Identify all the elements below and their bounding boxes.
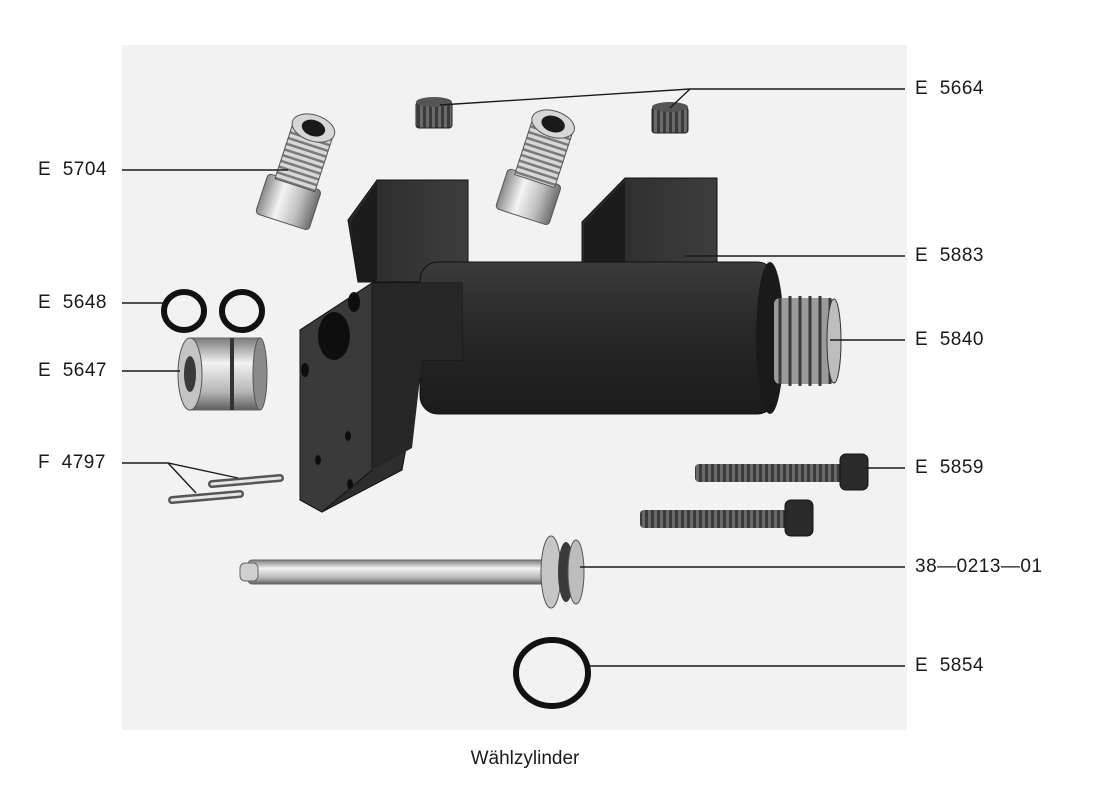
o-ring-small-left (161, 289, 207, 333)
leader-f4797-branch (167, 462, 197, 494)
set-screw-left (415, 97, 453, 129)
dowel-pins (168, 474, 284, 504)
socket-head-screw-lower (640, 499, 814, 537)
label-e5840: E 5840 (915, 329, 984, 350)
o-ring-large (513, 637, 591, 709)
label-f4797: F 4797 (38, 452, 106, 473)
label-e5704: E 5704 (38, 159, 107, 180)
bushing (177, 337, 268, 411)
label-e5648: E 5648 (38, 292, 107, 313)
label-e5664: E 5664 (915, 78, 984, 99)
diagram-caption: Wählzylinder (470, 748, 580, 769)
threaded-fitting-left (255, 113, 336, 231)
coil-spring (774, 296, 842, 386)
set-screw-right (651, 102, 689, 134)
cylinder-housing (299, 177, 784, 513)
socket-head-screw-upper (695, 453, 869, 491)
piston-rod (239, 535, 585, 609)
threaded-fitting-right (495, 109, 575, 226)
leader-e5664-branch (669, 88, 691, 109)
label-380213: 38—0213—01 (915, 556, 1043, 577)
label-e5854: E 5854 (915, 655, 984, 676)
label-e5647: E 5647 (38, 360, 107, 381)
label-e5859: E 5859 (915, 457, 984, 478)
o-ring-small-right (219, 289, 265, 333)
leader-lines (122, 88, 905, 667)
label-e5883: E 5883 (915, 245, 984, 266)
